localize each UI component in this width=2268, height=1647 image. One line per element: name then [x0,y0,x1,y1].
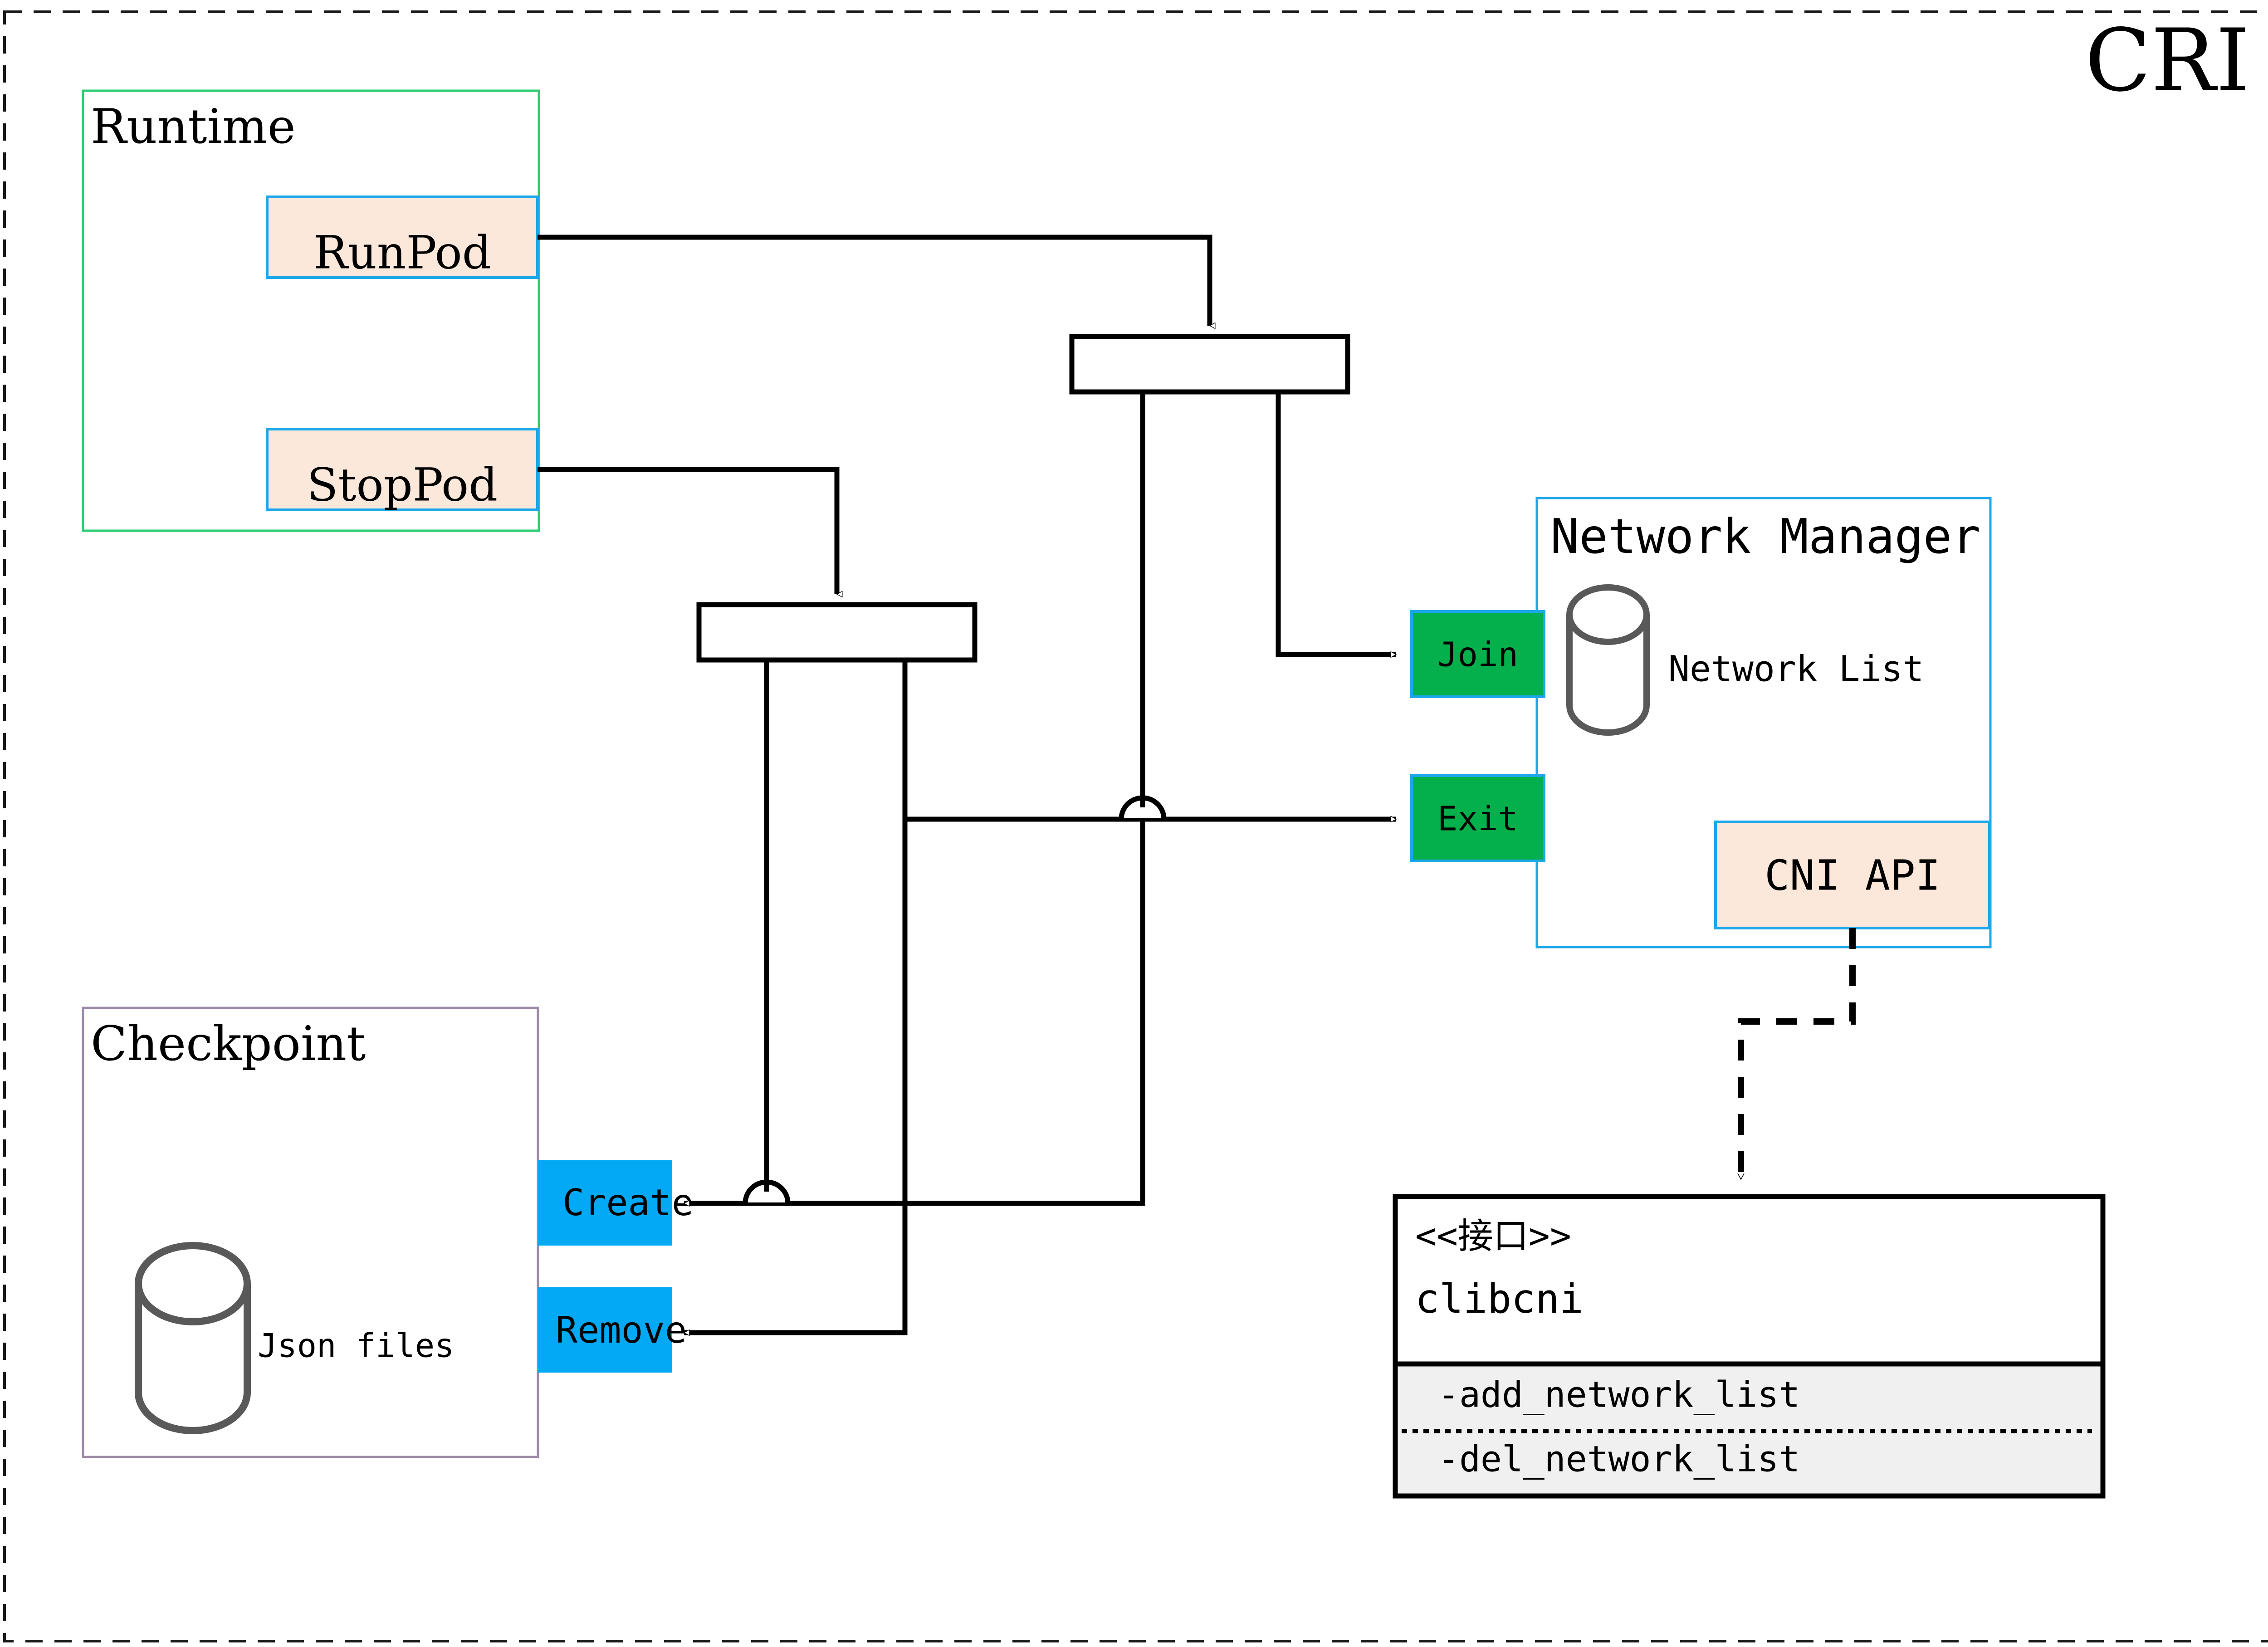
junction-upper [1069,334,1350,395]
edge-lower-junction-to-remove [684,660,908,1333]
group-runtime-label: Runtime [91,99,296,154]
edge-lower-junction-to-create [684,660,769,1203]
page-title: CRI [2085,10,2250,111]
runpod-label: RunPod [313,226,491,279]
line-hop-lower-mask [748,1192,785,1202]
runpod-box[interactable] [266,195,539,279]
group-network-manager-label: Network Manager [1550,509,1980,564]
group-network-manager [1535,497,1992,948]
create-label: Create [562,1182,694,1224]
edge-create-feeder [767,819,1145,1206]
cni-api-box[interactable] [1714,821,1991,929]
line-hop-upper-mask [1124,807,1161,818]
clibcni-method-add: -add_network_list [1438,1374,1800,1415]
cni-api-label: CNI API [1765,851,1941,899]
network-list-label: Network List [1668,649,1924,689]
outer-dashed-frame [3,10,2268,1642]
clibcni-method-del: -del_network_list [1438,1439,1800,1480]
exit-label: Exit [1437,800,1518,839]
clibcni-stereotype: <<接口>> [1415,1216,1571,1256]
edge-cni-api-to-clibcni-dashed [1737,928,1856,1180]
network-list-cylinder-icon [1566,584,1650,736]
remove-box[interactable] [538,1287,672,1373]
edge-upper-junction-to-join [1276,392,1396,655]
line-hop-lower-arc [743,1179,791,1204]
group-checkpoint-label: Checkpoint [91,1016,366,1071]
join-box[interactable] [1410,610,1545,698]
exit-box[interactable] [1410,774,1545,862]
join-label: Join [1437,635,1518,674]
group-runtime [82,89,540,532]
junction-lower [696,602,978,663]
remove-label: Remove [556,1309,687,1351]
json-files-cylinder-icon [135,1242,251,1434]
clibcni-name: clibcni [1415,1276,1584,1322]
edge-upper-junction-to-exit [1140,392,1396,819]
stoppod-box[interactable] [266,428,539,511]
stoppod-label: StopPod [307,459,498,512]
edge-runpod-to-upper-junction [538,235,1210,326]
json-files-label: Json files [258,1327,454,1365]
line-hop-upper-arc [1119,795,1167,820]
create-box[interactable] [538,1160,672,1246]
edge-stoppod-to-lower-junction [538,467,837,594]
